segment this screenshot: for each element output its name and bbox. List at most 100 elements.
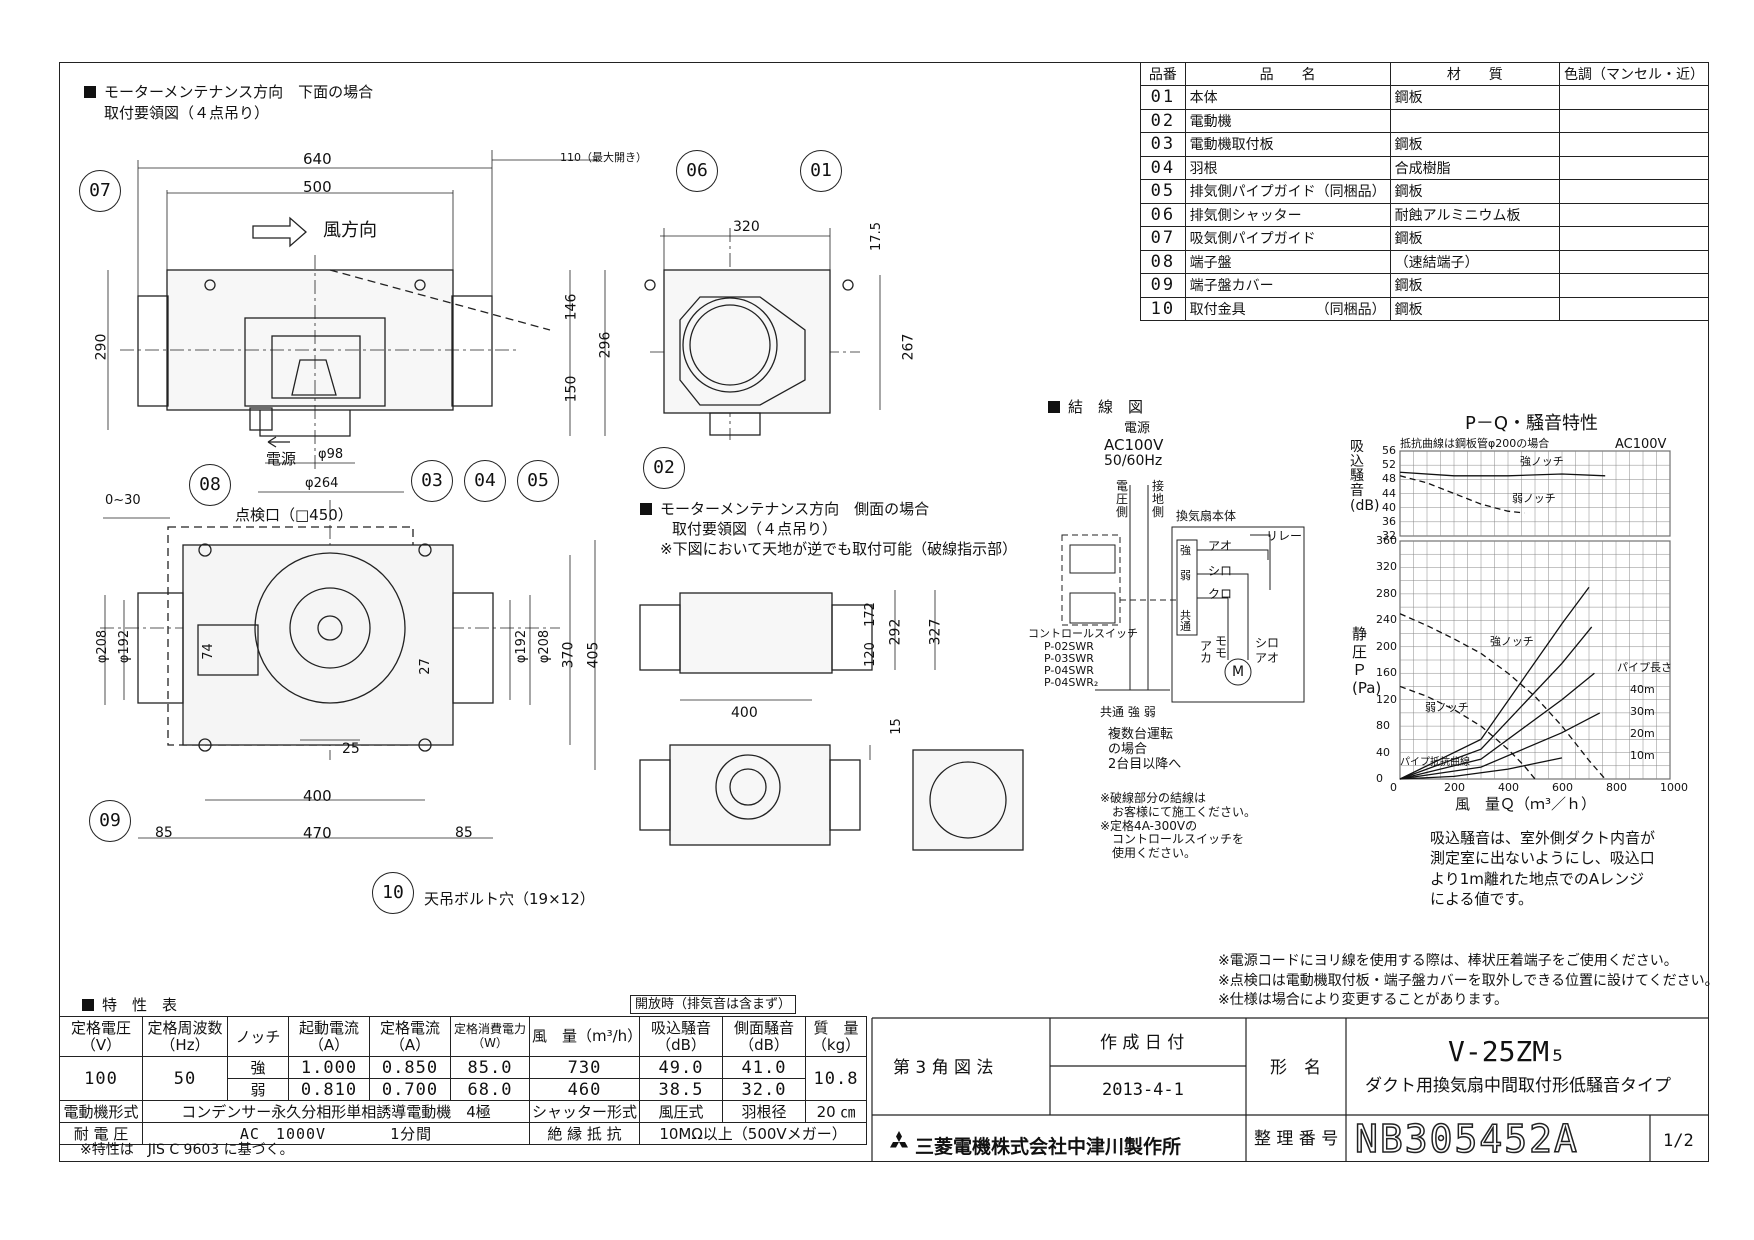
wiring-title: 結 線 図 bbox=[1048, 400, 1143, 415]
plan-view-outline bbox=[137, 526, 494, 752]
spec-notch-strong: 強 bbox=[227, 1056, 289, 1079]
part-name-text: 本体 bbox=[1189, 90, 1218, 107]
dim-470: 470 bbox=[303, 824, 332, 842]
dim-370: 370 bbox=[560, 641, 577, 669]
dim-phi208-right: φ208 bbox=[537, 629, 553, 664]
dim-296: 296 bbox=[597, 331, 614, 359]
series-duct bbox=[1399, 672, 1595, 780]
part-number: 10 bbox=[1140, 296, 1186, 321]
duct-20m-label: 20m bbox=[1630, 727, 1655, 740]
motor-type-value: コンデンサー永久分相形単相誘導電動機 4極 bbox=[142, 1100, 530, 1123]
side-view-subtitle: 取付要領図（４点吊り） bbox=[672, 520, 838, 538]
part-color bbox=[1559, 155, 1709, 180]
control-switch-title: コントロールスイッチ bbox=[1028, 627, 1138, 640]
spec-header-side: 側面騒音（dB） bbox=[722, 1016, 807, 1057]
front-view-outline bbox=[644, 269, 854, 436]
noise-tick-label: 52 bbox=[1382, 458, 1396, 472]
part-bubble-03: 03 bbox=[411, 460, 453, 502]
multi-line-3: 2台目以降へ bbox=[1108, 756, 1182, 772]
dim-405: 405 bbox=[585, 641, 602, 669]
ref-number-label: 整 理 番 号 bbox=[1254, 1129, 1339, 1149]
duct-30m-label: 30m bbox=[1630, 705, 1655, 718]
wiring-bottom-labels: 共通 強 弱 bbox=[1100, 706, 1156, 718]
part-name: 端子盤 bbox=[1184, 249, 1391, 274]
dim-17-5: 17.5 bbox=[868, 222, 884, 251]
notch-weak-label: 弱 bbox=[1180, 569, 1191, 582]
part-number: 04 bbox=[1140, 155, 1186, 180]
company-name: 三菱電機株式会社中津川製作所 bbox=[887, 1131, 1181, 1157]
dim-25: 25 bbox=[342, 741, 360, 757]
part-number: 07 bbox=[1140, 226, 1186, 251]
dim-500: 500 bbox=[303, 178, 332, 196]
part-material: （速結端子） bbox=[1389, 249, 1561, 274]
part-bubble-04: 04 bbox=[464, 460, 506, 502]
open-note: 開放時（排気音は含まず） bbox=[630, 995, 797, 1014]
wiring-note-1: ※破線部分の結線は bbox=[1100, 791, 1207, 805]
general-note-3: ※仕様は場合により変更することがあります。 bbox=[1218, 992, 1509, 1009]
y-tick-label: 0 bbox=[1376, 772, 1383, 785]
dim-320: 320 bbox=[733, 219, 760, 235]
dim-290: 290 bbox=[93, 333, 110, 361]
part-name: 本体 bbox=[1184, 85, 1391, 110]
part-color bbox=[1559, 179, 1709, 204]
part-name: 電動機取付板 bbox=[1184, 132, 1391, 157]
x-tick-label: 200 bbox=[1444, 781, 1465, 794]
x-tick-label: 800 bbox=[1606, 781, 1627, 794]
spec-header-start: 起動電流（A） bbox=[288, 1016, 370, 1057]
part-name-text: 吸気側パイプガイド bbox=[1189, 231, 1316, 248]
withstand-value: AC 1000V 1分間 bbox=[142, 1122, 530, 1145]
spec-flow-strong: 730 bbox=[528, 1056, 641, 1079]
x-tick-label: 0 bbox=[1390, 781, 1397, 794]
chart-note-top: 抵抗曲線は鋼板管φ200の場合 bbox=[1400, 437, 1550, 450]
duct-10m-label: 10m bbox=[1630, 749, 1655, 762]
dim-85-left: 85 bbox=[155, 825, 173, 841]
y-tick-label: 80 bbox=[1376, 719, 1390, 733]
wire-shiro: シロ bbox=[1208, 564, 1233, 578]
part-color bbox=[1559, 85, 1709, 110]
dim-15: 15 bbox=[888, 718, 904, 735]
noise-measurement-note: 吸込騒音は、室外側ダクト内音が 測定室に出ないようにし、吸込口 より1m離れた地… bbox=[1430, 828, 1655, 909]
pipe-length-label: パイプ長さ bbox=[1617, 661, 1672, 674]
y-tick-label: 360 bbox=[1376, 534, 1397, 547]
part-name: 排気側パイプガイド（同梱品） bbox=[1184, 179, 1391, 204]
part-color bbox=[1559, 108, 1709, 133]
spec-voltage: 100 bbox=[59, 1056, 143, 1101]
fan-body-label: 換気扇本体 bbox=[1176, 509, 1237, 523]
spec-header-notch: ノッチ bbox=[227, 1016, 289, 1057]
pressure-axis-label: 静圧Ｐ(Pa) bbox=[1352, 625, 1382, 697]
y-tick-label: 320 bbox=[1376, 560, 1397, 574]
model-description: ダクト用換気扇中間取付形低騒音タイプ bbox=[1365, 1076, 1671, 1096]
spec-side-strong: 41.0 bbox=[722, 1056, 807, 1079]
dim-327: 327 bbox=[927, 618, 944, 646]
spec-mass: 10.8 bbox=[805, 1056, 867, 1101]
power-label: 電源 bbox=[266, 450, 297, 468]
spec-suction-weak: 38.5 bbox=[639, 1078, 724, 1101]
general-notes: ※電源コードにヨリ線を使用する際は、棒状圧着端子をご使用ください。 ※点検口は電… bbox=[1218, 952, 1719, 1011]
dim-150: 150 bbox=[563, 375, 580, 403]
part-material: 鋼板 bbox=[1389, 132, 1561, 157]
drawing-frame bbox=[59, 62, 1709, 1162]
company-name-text: 三菱電機株式会社中津川製作所 bbox=[915, 1136, 1182, 1158]
part-bubble-02: 02 bbox=[643, 447, 685, 489]
spec-flow-weak: 460 bbox=[528, 1078, 641, 1101]
parts-header-name: 品 名 bbox=[1184, 62, 1391, 86]
part-name-text: 羽根 bbox=[1189, 160, 1218, 177]
dim-400-side: 400 bbox=[731, 705, 758, 721]
ground-side-label: 接地側 bbox=[1152, 479, 1165, 520]
inspection-opening-label: 点検口（□450） bbox=[235, 506, 353, 524]
dim-292: 292 bbox=[887, 618, 904, 646]
voltage-side-label: 電圧側 bbox=[1116, 479, 1129, 520]
part-color bbox=[1559, 296, 1709, 321]
wire-ao: アオ bbox=[1208, 539, 1233, 553]
part-color bbox=[1559, 202, 1709, 227]
part-name-text: 端子盤 bbox=[1189, 254, 1232, 271]
motor-symbol: M bbox=[1232, 664, 1245, 680]
dim-120: 120 bbox=[862, 642, 878, 667]
control-switch-models: P-02SWR P-03SWR P-04SWR P-04SWR₂ bbox=[1044, 640, 1098, 689]
part-number: 05 bbox=[1140, 179, 1186, 204]
noise-note-3: より1m離れた地点でのAレンジ bbox=[1430, 869, 1645, 888]
wiring-notes: ※破線部分の結線は お客様にて施工ください。 ※定格4A-300Vの コントロー… bbox=[1100, 791, 1256, 861]
